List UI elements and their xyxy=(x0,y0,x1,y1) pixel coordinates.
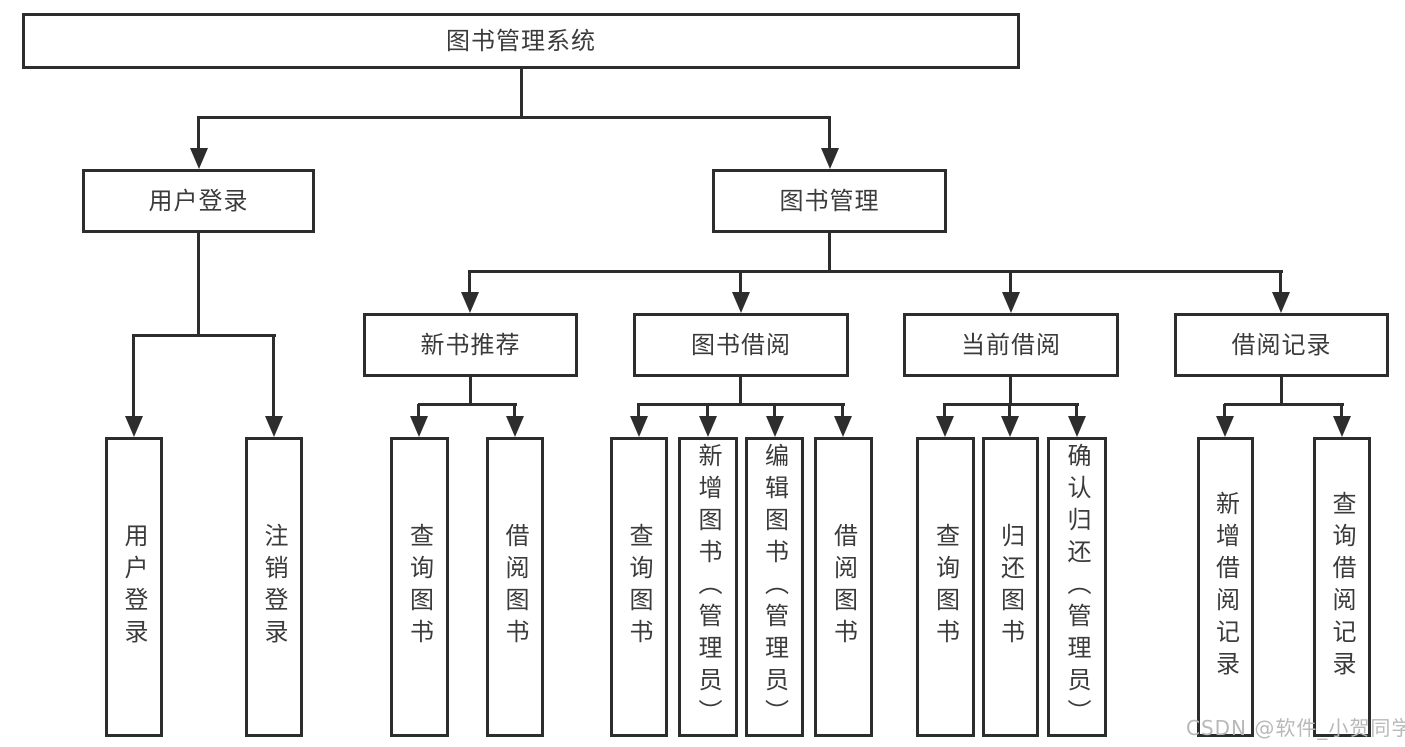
leaf-bb-edit-books-admin: 编辑图书（管理员） xyxy=(745,437,804,737)
arrow-down-icon xyxy=(1002,270,1020,313)
connector-new-book-stem xyxy=(469,376,472,406)
arrow-down-icon xyxy=(766,404,784,437)
leaf-nb-query-books: 查询图书 xyxy=(390,437,449,737)
arrow-down-icon xyxy=(1068,404,1086,437)
arrow-down-icon xyxy=(461,270,479,313)
leaf-br-add-record: 新增借阅记录 xyxy=(1197,437,1254,737)
leaf-cb-return-books: 归还图书 xyxy=(982,437,1039,737)
connector-book-borrow-stem xyxy=(739,376,742,406)
leaf-label: 查询图书 xyxy=(931,523,960,651)
arrow-down-icon xyxy=(1333,404,1351,437)
arrow-down-icon xyxy=(732,270,750,313)
arrow-down-icon xyxy=(630,404,648,437)
node-label: 图书管理系统 xyxy=(446,27,596,55)
leaf-label: 用户登录 xyxy=(120,523,148,651)
arrow-down-icon xyxy=(1272,270,1290,313)
node-root: 图书管理系统 xyxy=(22,13,1020,69)
node-label: 图书借阅 xyxy=(691,331,791,359)
watermark: CSDN @软件_小贺同学 xyxy=(1186,716,1405,740)
leaf-bb-add-books-admin: 新增图书（管理员） xyxy=(678,437,738,737)
leaf-cb-query-books: 查询图书 xyxy=(916,437,975,737)
leaf-label: 查询图书 xyxy=(625,523,653,651)
node-label: 当前借阅 xyxy=(961,331,1061,359)
node-book-borrowing: 图书借阅 xyxy=(633,313,849,377)
node-label: 借阅记录 xyxy=(1231,331,1332,359)
arrow-down-icon xyxy=(265,334,283,437)
arrow-down-icon xyxy=(410,404,428,437)
node-book-management: 图书管理 xyxy=(712,169,947,233)
leaf-logout: 注销登录 xyxy=(245,437,303,737)
leaf-label: 编辑图书（管理员） xyxy=(760,443,789,731)
leaf-label: 查询图书 xyxy=(405,523,434,651)
arrow-down-icon xyxy=(190,117,208,169)
arrow-down-icon xyxy=(834,404,852,437)
arrow-down-icon xyxy=(821,117,839,169)
connector-user-login-rail xyxy=(132,334,276,337)
connector-root-stem xyxy=(520,69,523,119)
node-label: 新书推荐 xyxy=(420,331,521,359)
connector-new-book-rail xyxy=(418,403,517,406)
connector-user-login-stem xyxy=(197,232,200,336)
connector-book-borrow-rail xyxy=(637,403,845,406)
connector-current-borrow-stem xyxy=(1009,376,1012,406)
connector-level2-rail xyxy=(197,116,831,119)
leaf-label: 注销登录 xyxy=(260,523,288,651)
leaf-bb-query-books: 查询图书 xyxy=(610,437,668,737)
arrow-down-icon xyxy=(1001,404,1019,437)
leaf-bb-borrow-books: 借阅图书 xyxy=(814,437,873,737)
node-user-login: 用户登录 xyxy=(82,169,315,233)
leaf-cb-confirm-return-admin: 确认归还（管理员） xyxy=(1047,437,1107,737)
node-new-book-recommendation: 新书推荐 xyxy=(363,313,578,377)
arrow-down-icon xyxy=(506,404,524,437)
leaf-br-query-record: 查询借阅记录 xyxy=(1313,437,1371,737)
leaf-label: 新增图书（管理员） xyxy=(694,443,722,731)
connector-records-rail xyxy=(1224,403,1344,406)
arrow-down-icon xyxy=(1216,404,1234,437)
arrow-down-icon xyxy=(936,404,954,437)
connector-level3-rail xyxy=(469,270,1283,273)
leaf-label: 归还图书 xyxy=(996,523,1025,651)
arrow-down-icon xyxy=(699,404,717,437)
node-borrowing-records: 借阅记录 xyxy=(1174,313,1389,377)
leaf-label: 借阅图书 xyxy=(829,523,858,651)
node-label: 用户登录 xyxy=(148,187,249,215)
node-current-borrowing: 当前借阅 xyxy=(903,313,1119,377)
leaf-nb-borrow-books: 借阅图书 xyxy=(486,437,544,737)
leaf-label: 查询借阅记录 xyxy=(1328,491,1356,683)
connector-book-management-stem xyxy=(828,232,831,273)
node-label: 图书管理 xyxy=(779,187,880,215)
connector-records-stem xyxy=(1280,376,1283,406)
leaf-user-login: 用户登录 xyxy=(105,437,163,737)
leaf-label: 确认归还（管理员） xyxy=(1063,443,1091,731)
arrow-down-icon xyxy=(125,334,143,437)
leaf-label: 新增借阅记录 xyxy=(1211,491,1240,683)
connector-current-borrow-rail xyxy=(943,403,1079,406)
leaf-label: 借阅图书 xyxy=(501,523,529,651)
